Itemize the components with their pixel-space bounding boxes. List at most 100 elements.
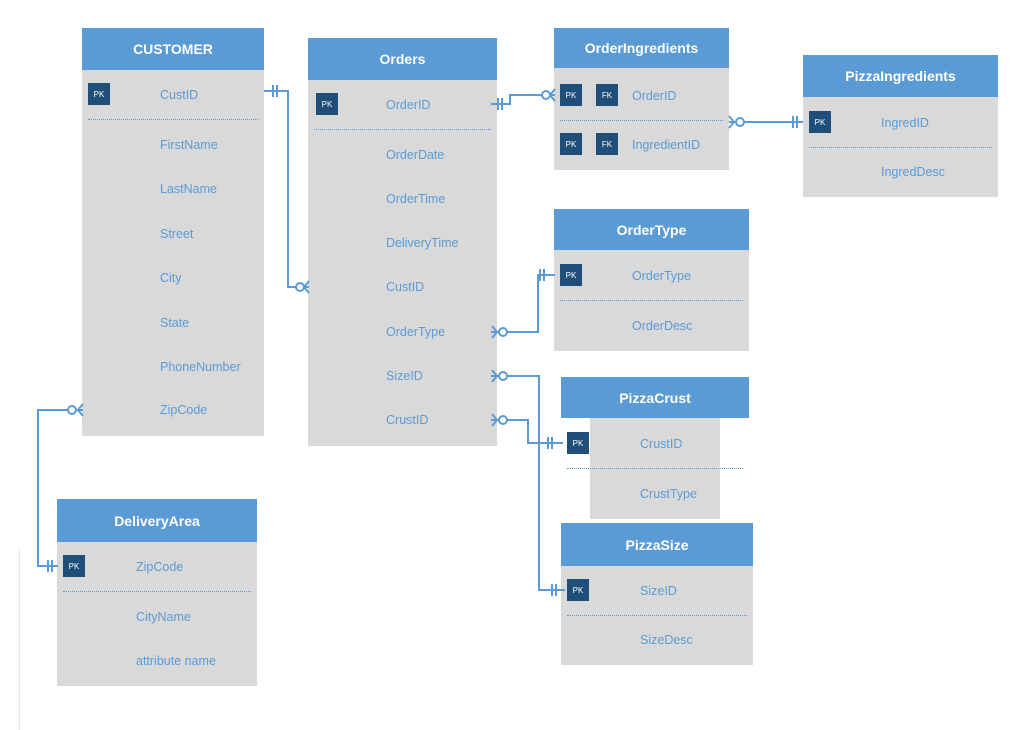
field-row: PK IngredID [803,111,998,135]
field-row: FirstName [82,133,264,157]
pk-badge: PK [560,133,582,155]
field-row: PK ZipCode [57,555,257,579]
entity-title: PizzaIngredients [803,55,998,97]
field-label: FirstName [160,138,218,152]
entity-pizza-size[interactable]: PizzaSize PK SizeID SizeDesc [561,523,753,665]
field-label: LastName [160,182,217,196]
field-row: LastName [82,177,264,201]
pk-badge: PK [316,93,338,115]
relationship-line [491,94,555,105]
entity-order-ingredients[interactable]: OrderIngredients PK FK OrderID PK FK Ing… [554,28,729,170]
field-row: OrderTime [308,187,497,211]
entity-customer[interactable]: CUSTOMER PK CustID FirstName LastName St… [82,28,264,436]
key-divider [314,129,491,130]
entity-title: Orders [308,38,497,80]
field-label: IngredientID [632,138,701,152]
field-row: attribute name [57,649,257,673]
key-divider [560,300,743,301]
pk-badge: PK [560,84,582,106]
field-label: OrderType [632,269,692,283]
field-row: OrderDate [308,143,497,167]
relationship-line [491,419,563,444]
one-mark [539,269,545,281]
pk-badge: PK [809,111,831,133]
field-row: PK SizeID [561,579,753,603]
field-row: PK OrderType [554,264,749,288]
field-label: OrderType [386,325,446,339]
field-label: DeliveryTime [386,236,459,250]
field-label: IngredID [881,116,929,130]
field-label: SizeID [386,369,423,383]
pk-badge: PK [63,555,85,577]
relationship-line [264,90,309,288]
field-row: CrustID [308,408,497,432]
field-row: Street [82,222,264,246]
entity-pizza-ingredients[interactable]: PizzaIngredients PK IngredID IngredDesc [803,55,998,197]
field-label: OrderTime [386,192,446,206]
field-row: OrderDesc [554,314,749,338]
key-divider [567,615,747,616]
field-label: OrderDesc [632,319,693,333]
entity-title: OrderType [554,209,749,250]
field-label: OrderID [386,98,431,112]
field-label: CrustID [386,413,429,427]
field-row: CrustType [561,482,749,506]
field-label: attribute name [136,654,216,668]
field-row: OrderType [308,320,497,344]
key-divider [88,119,258,120]
field-label: IngredDesc [881,165,945,179]
entity-orders[interactable]: Orders PK OrderID OrderDate OrderTime De… [308,38,497,446]
pk-badge: PK [88,83,110,105]
entity-title: CUSTOMER [82,28,264,70]
one-mark [792,116,798,128]
key-divider [63,591,251,592]
field-label: OrderID [632,89,677,103]
field-label: State [160,316,190,330]
field-label: CustID [386,280,425,294]
field-label: SizeDesc [640,633,693,647]
field-row: SizeID [308,364,497,388]
relationship-line [491,274,555,333]
key-divider [809,147,992,148]
field-label: OrderDate [386,148,445,162]
field-row: PK FK IngredientID [554,133,729,157]
key-divider [560,120,723,121]
field-label: ZipCode [136,560,184,574]
relationship-line [491,375,565,591]
entity-title: PizzaCrust [561,377,749,418]
field-label: PhoneNumber [160,360,241,374]
entity-title: DeliveryArea [57,499,257,542]
field-label: City [160,271,182,285]
field-row: PhoneNumber [82,355,264,379]
key-divider [567,468,743,469]
zero-mark [735,117,745,127]
field-label: CrustType [640,487,697,501]
field-row: ZipCode [82,398,264,422]
entity-title: OrderIngredients [554,28,729,68]
fk-badge: FK [596,133,618,155]
zero-mark [295,282,305,292]
field-row: PK CustID [82,83,264,107]
one-mark [272,85,278,97]
pk-badge: PK [567,432,589,454]
entity-delivery-area[interactable]: DeliveryArea PK ZipCode CityName attribu… [57,499,257,686]
field-row: PK CrustID [561,432,749,456]
zero-mark [498,371,508,381]
field-label: Street [160,227,194,241]
entity-pizza-crust[interactable]: PizzaCrust PK CrustID CrustType [561,377,749,519]
entity-order-type[interactable]: OrderType PK OrderType OrderDesc [554,209,749,351]
one-mark [497,98,503,110]
zero-mark [67,405,77,415]
one-mark [47,560,53,572]
field-label: ZipCode [160,403,208,417]
entity-title: PizzaSize [561,523,753,566]
page-edge-rule [19,548,20,730]
field-label: CrustID [640,437,683,451]
field-row: PK OrderID [308,93,497,117]
zero-mark [498,415,508,425]
field-row: City [82,266,264,290]
field-row: CityName [57,605,257,629]
field-row: State [82,311,264,335]
pk-badge: PK [560,264,582,286]
field-label: CustID [160,88,199,102]
